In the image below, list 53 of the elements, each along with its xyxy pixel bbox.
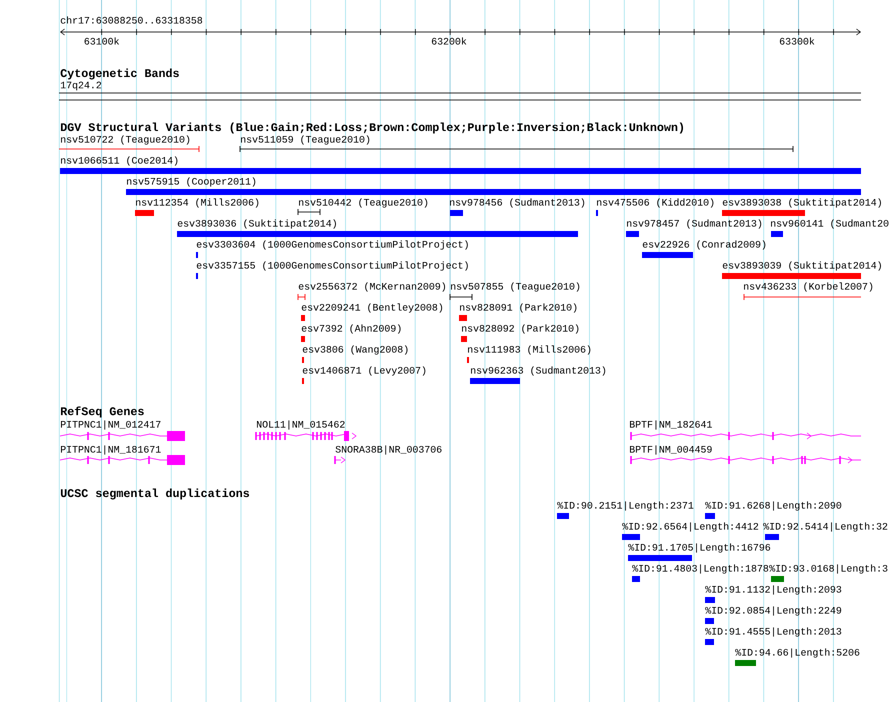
feature-label: 17q24.2	[60, 82, 102, 90]
feature-label: nsv1066511 (Coe2014)	[61, 156, 178, 166]
feature-label: nsv112354 (Mills2006)	[136, 198, 258, 208]
feature-label: %ID:92.0854|Length:2249	[705, 606, 842, 616]
feature-label: esv1406871 (Levy2007)	[302, 366, 426, 376]
feature-label: nsv111983 (Mills2006)	[468, 345, 590, 355]
feature-label: %ID:91.1705|Length:16796	[628, 543, 770, 553]
feature-label: %ID:94.66|Length:5206	[735, 648, 860, 658]
feature-label: esv3893039 (Suktitipat2014)	[722, 261, 881, 271]
feature-label: %ID:92.6564|Length:4412	[622, 522, 758, 532]
feature-label: %ID:90.2151|Length:2371	[557, 501, 694, 511]
feature-label: SNORA38B|NR_003706	[336, 445, 442, 455]
feature-label: esv2209241 (Bentley2008)	[302, 303, 442, 313]
tick-label: 63100k	[84, 37, 120, 45]
track-title: Cytogenetic Bands	[60, 68, 179, 80]
feature-label: %ID:92.5414|Length:32	[763, 522, 888, 532]
feature-label: esv22926 (Conrad2009)	[642, 240, 766, 250]
feature-label: nsv575915 (Cooper2011)	[127, 177, 256, 187]
tick-label: 63200k	[432, 37, 466, 45]
feature-label: chr17:63088250..63318358	[60, 16, 202, 24]
feature-label: nsv828091 (Park2010)	[460, 303, 576, 313]
feature-label: nsv510442 (Teague2010)	[299, 198, 428, 208]
feature-label: PITPNC1|NM_012417	[61, 420, 160, 430]
feature-label: nsv436233 (Korbel2007)	[744, 282, 872, 292]
feature-label: esv2556372 (McKernan2009)	[298, 282, 446, 292]
feature-label: %ID:91.4555|Length:2013	[705, 627, 842, 637]
feature-label: nsv511059 (Teague2010)	[241, 135, 370, 145]
feature-label: %ID:91.1132|Length:2093	[705, 585, 842, 595]
track-title: RefSeq Genes	[61, 406, 144, 418]
feature-label: nsv960141 (Sudmant20	[771, 219, 888, 229]
track-title: UCSC segmental duplications	[60, 488, 250, 500]
feature-label: nsv475506 (Kidd2010)	[597, 198, 714, 208]
feature-label: esv3357155 (1000GenomesConsortiumPilotProject)	[196, 261, 468, 271]
feature-label: BPTF|NM_004459	[630, 445, 712, 455]
feature-label: nsv510722 (Teague2010)	[61, 135, 190, 145]
feature-label: esv3893038 (Suktitipat2014)	[722, 198, 881, 208]
feature-label: %ID:91.6268|Length:2090	[705, 501, 842, 511]
feature-label: esv3806 (Wang2008)	[302, 345, 408, 355]
feature-label: %ID:93.0168|Length:3	[769, 564, 888, 574]
feature-label: BPTF|NM_182641	[630, 420, 712, 430]
feature-label: nsv978456 (Sudmant2013)	[450, 198, 584, 208]
feature-label: esv7392 (Ahn2009)	[302, 324, 401, 334]
feature-label: nsv507855 (Teague2010)	[451, 282, 580, 292]
feature-label: esv3303604 (1000GenomesConsortiumPilotProject)	[196, 240, 468, 250]
feature-label: NOL11|NM_015462	[257, 420, 345, 430]
feature-label: esv3893036 (Suktitipat2014)	[178, 219, 336, 229]
feature-label: PITPNC1|NM_181671	[61, 445, 161, 455]
feature-label: nsv828092 (Park2010)	[462, 324, 578, 334]
feature-label: nsv962363 (Sudmant2013)	[471, 366, 606, 376]
feature-label: nsv978457 (Sudmant2013)	[627, 219, 762, 229]
track-title: DGV Structural Variants (Blue:Gain;Red:Loss;Brown:Complex;Purple:Inversion;Black:Unknown)	[60, 122, 684, 134]
feature-label: %ID:91.4803|Length:1878	[632, 564, 768, 574]
tick-label: 63300k	[780, 37, 814, 45]
